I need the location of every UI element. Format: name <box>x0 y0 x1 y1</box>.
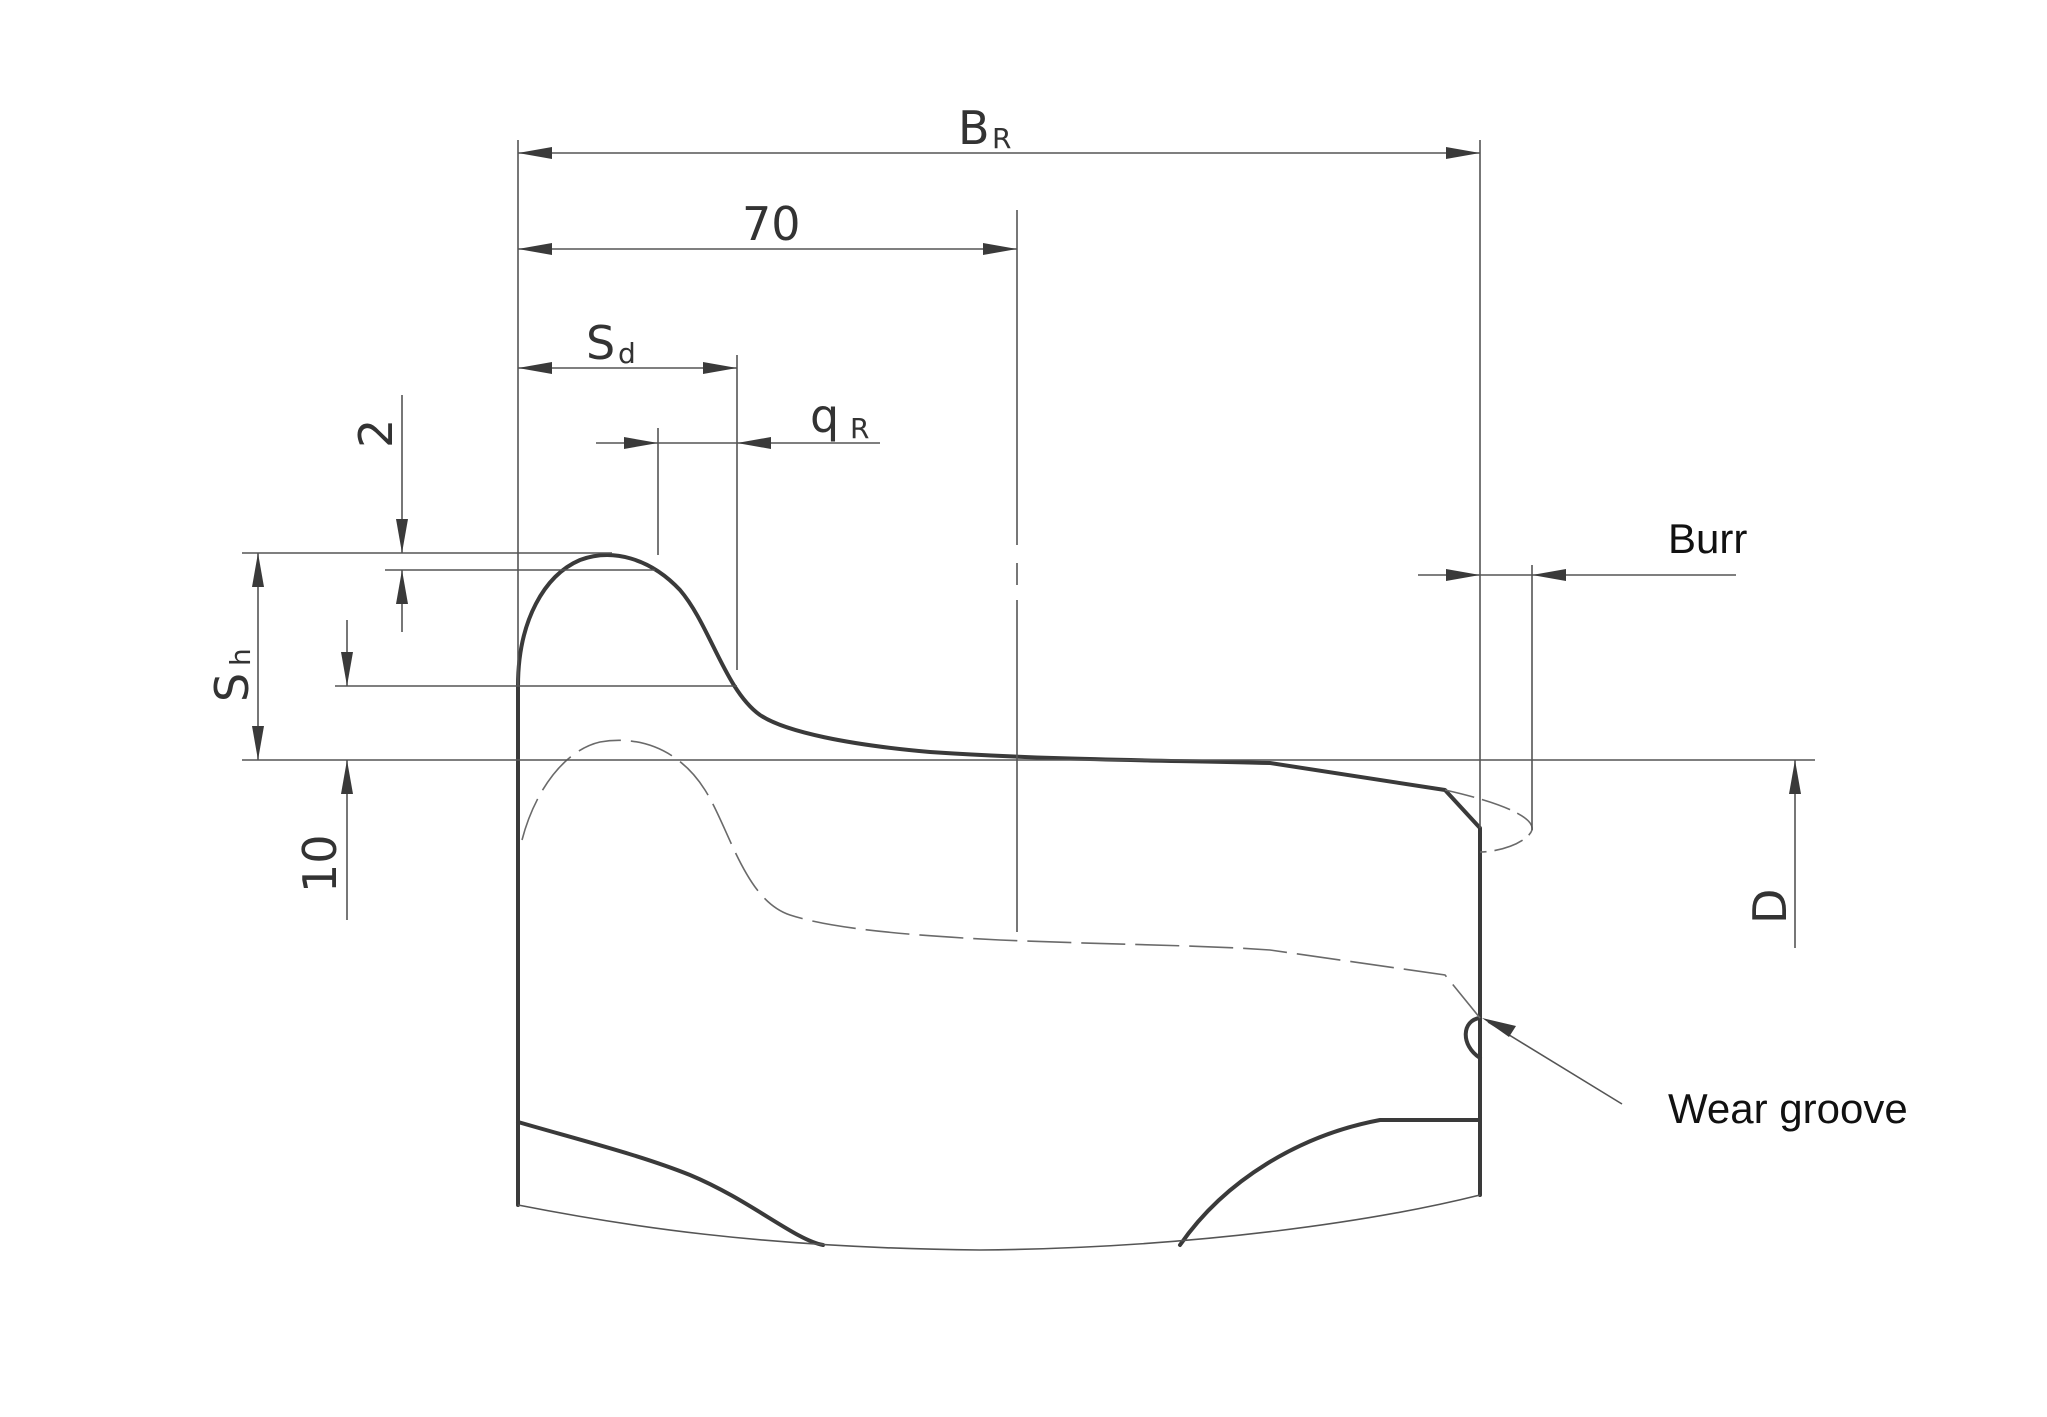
dim-br-sub: R <box>992 122 1011 155</box>
dim-br-arrow-right <box>1446 147 1480 159</box>
dim-qr-arrow-left <box>624 437 658 449</box>
wear-groove-label: Wear groove <box>1668 1085 1908 1132</box>
burr-label: Burr <box>1668 515 1747 562</box>
dim-sh-arrow-top <box>252 553 264 587</box>
dim-d-arrow-up <box>1789 760 1801 794</box>
dim-70-label: 70 <box>742 197 801 251</box>
rim-lower-right <box>1178 1118 1482 1247</box>
dim-burr-arrow-left <box>1446 569 1480 581</box>
rim-lower-left <box>516 1120 825 1247</box>
dim-qr-arrow-right <box>737 437 771 449</box>
dim-2-arrow-up <box>396 570 408 604</box>
wheel-profile-outline <box>516 553 1482 1197</box>
wear-groove-notch <box>1463 1016 1482 1060</box>
dim-br-arrow-left <box>518 147 552 159</box>
dim-br-label: B <box>958 101 990 155</box>
dim-sh-label: S <box>205 673 259 702</box>
rim-bottom-arc <box>517 1194 1481 1251</box>
dim-2-arrow-down <box>396 519 408 553</box>
dim-sd-arrow-left <box>518 362 552 374</box>
dim-sh-arrow-bottom <box>252 726 264 760</box>
dim-70-arrow-left <box>518 243 552 255</box>
dim-sd-sub: d <box>618 337 636 370</box>
dim-sh-sub: h <box>224 648 257 666</box>
dim-sd-label: S <box>586 316 615 370</box>
dim-10-arrow-up <box>341 760 353 794</box>
dim-2-label: 2 <box>349 419 403 448</box>
dim-qr-sub: R <box>850 412 869 445</box>
dim-burr-arrow-right <box>1532 569 1566 581</box>
dim-70-arrow-right <box>983 243 1017 255</box>
wear-groove-leader <box>1487 1021 1623 1105</box>
dim-d-label: D <box>1743 889 1797 924</box>
dim-10-label: 10 <box>293 834 347 893</box>
burr-outline <box>1444 789 1533 853</box>
worn-profile-dashed <box>521 739 1481 1019</box>
wear-groove-arrow <box>1482 1018 1516 1037</box>
dim-qr-label: q <box>810 389 839 443</box>
dim-10-arrow-down <box>341 652 353 686</box>
dim-sd-arrow-right <box>703 362 737 374</box>
